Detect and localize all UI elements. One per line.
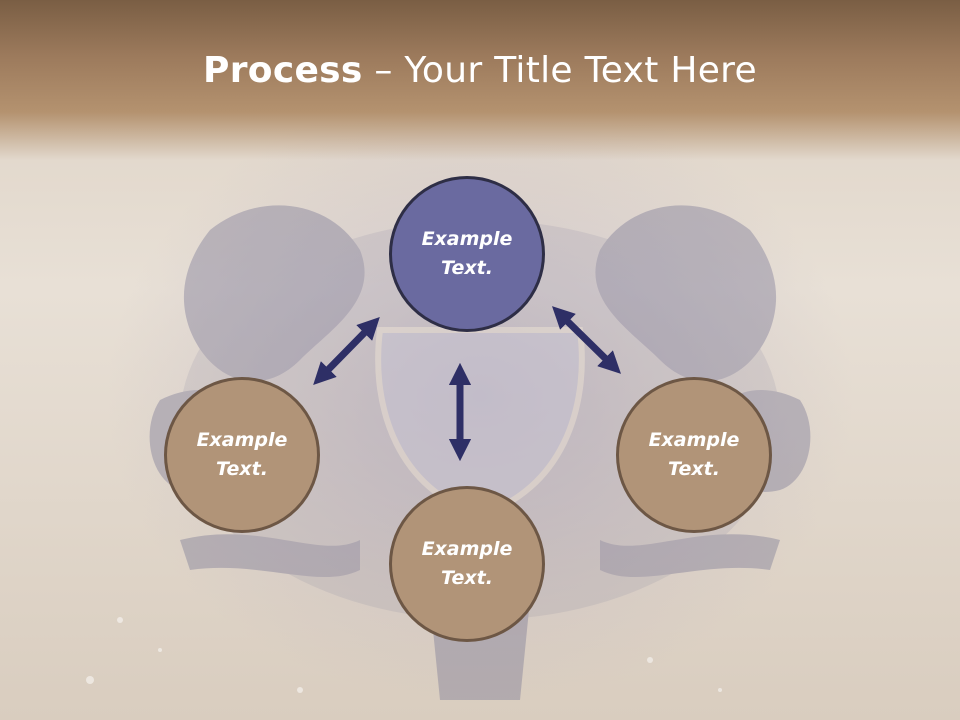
arrow-top-right [552, 306, 621, 374]
node-bottom-label: Example Text. [421, 538, 513, 589]
node-right[interactable]: Example Text. [616, 377, 772, 533]
node-left-label: Example Text. [196, 429, 288, 480]
title-bold: Process [203, 50, 363, 91]
node-left[interactable]: Example Text. [164, 377, 320, 533]
node-top-label: Example Text. [421, 228, 513, 279]
arrow-top-left [313, 317, 380, 385]
node-top[interactable]: Example Text. [389, 176, 545, 332]
node-right-label: Example Text. [648, 429, 740, 480]
header-band [0, 0, 960, 160]
title-rest: – Your Title Text Here [362, 50, 757, 91]
slide-title: Process – Your Title Text Here [0, 50, 960, 91]
node-bottom[interactable]: Example Text. [389, 486, 545, 642]
